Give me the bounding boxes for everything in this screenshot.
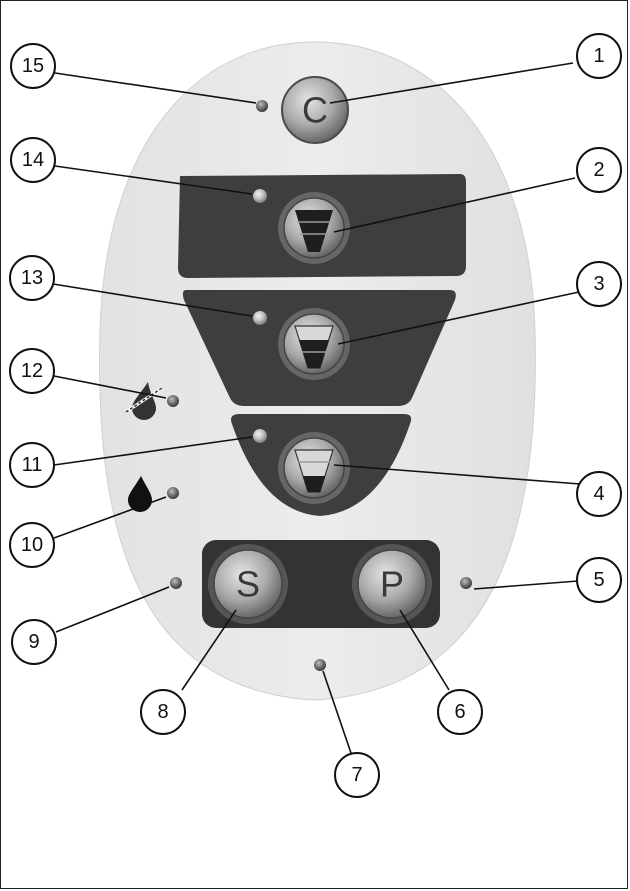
svg-text:14: 14 xyxy=(22,149,44,171)
svg-text:3: 3 xyxy=(593,273,604,295)
p-button[interactable]: P xyxy=(352,544,432,624)
s-button-label: S xyxy=(236,564,260,605)
cup-button-large[interactable] xyxy=(278,192,350,264)
callout-9: 9 xyxy=(11,619,57,665)
no-water-drop-icon xyxy=(125,382,163,420)
callout-4: 4 xyxy=(576,471,622,517)
callout-12: 12 xyxy=(9,348,55,394)
svg-text:11: 11 xyxy=(22,454,43,476)
callout-8: 8 xyxy=(140,689,186,735)
svg-text:13: 13 xyxy=(21,267,43,289)
callout-7: 7 xyxy=(334,752,380,798)
svg-text:7: 7 xyxy=(351,764,362,786)
svg-text:8: 8 xyxy=(157,701,168,723)
svg-text:6: 6 xyxy=(454,701,465,723)
led-7 xyxy=(314,659,326,671)
callout-1: 1 xyxy=(576,33,622,79)
svg-text:15: 15 xyxy=(22,55,44,77)
leader-lines xyxy=(52,62,581,757)
led-9 xyxy=(170,577,182,589)
led-10 xyxy=(167,487,179,499)
callout-14: 14 xyxy=(10,137,56,183)
svg-text:4: 4 xyxy=(593,483,604,505)
callouts: 1 2 3 4 5 6 7 8 9 10 11 12 13 14 15 xyxy=(9,33,622,798)
led-12 xyxy=(167,395,179,407)
s-button[interactable]: S xyxy=(208,544,288,624)
svg-text:5: 5 xyxy=(593,569,604,591)
svg-text:12: 12 xyxy=(21,360,43,382)
cup-large-icon xyxy=(295,210,333,252)
p-button-label: P xyxy=(380,564,404,605)
callout-11: 11 xyxy=(9,442,55,488)
c-button-label: C xyxy=(302,90,328,131)
callout-5: 5 xyxy=(576,557,622,603)
cup-button-small[interactable] xyxy=(278,432,350,504)
callout-13: 13 xyxy=(9,255,55,301)
led-13 xyxy=(253,311,267,325)
svg-text:9: 9 xyxy=(28,631,39,653)
led-11 xyxy=(253,429,267,443)
water-drop-icon xyxy=(128,476,152,512)
led-5 xyxy=(460,577,472,589)
led-14 xyxy=(253,189,267,203)
svg-text:1: 1 xyxy=(593,45,604,67)
callout-2: 2 xyxy=(576,147,622,193)
callout-3: 3 xyxy=(576,261,622,307)
c-button[interactable]: C xyxy=(281,76,349,144)
callout-15: 15 xyxy=(10,43,56,89)
callout-6: 6 xyxy=(437,689,483,735)
led-15 xyxy=(256,100,268,112)
svg-text:2: 2 xyxy=(593,159,604,181)
callout-10: 10 xyxy=(9,522,55,568)
cup-button-medium[interactable] xyxy=(278,308,350,380)
svg-text:10: 10 xyxy=(21,534,43,556)
